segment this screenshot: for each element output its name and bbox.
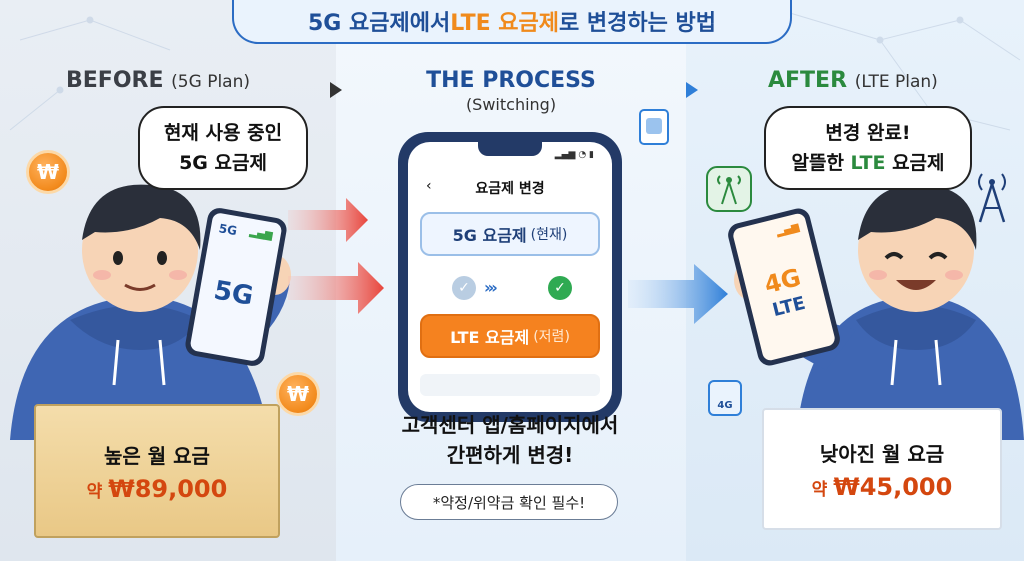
main-title-banner: 5G 요금제에서 LTE 요금제 로 변경하는 방법 [232, 0, 792, 44]
before-price-value: ₩89,000 [108, 474, 228, 503]
process-heading: THE PROCESS (Switching) [426, 68, 596, 114]
process-phone: ▂▄▆ ◔ ▮ ‹ 요금제 변경 5G 요금제 (현재) ✓ ››› ✓ LTE… [398, 132, 622, 422]
play-triangle-icon [330, 82, 342, 98]
after-bubble-line2: 알뜰한 LTE 요금제 [782, 148, 954, 178]
after-bubble-line2-post: 요금제 [885, 152, 945, 174]
check-circle-icon: ✓ [548, 276, 572, 300]
before-price-prefix: 약 [86, 481, 109, 502]
before-fee-box: 높은 월 요금 약 ₩89,000 [34, 404, 280, 538]
phone-5g-top-label: 5G [217, 221, 239, 239]
notice-badge: *약정/위약금 확인 필수! [400, 484, 618, 520]
after-bubble-line2-hl: LTE [850, 152, 886, 174]
process-phone-screen: ▂▄▆ ◔ ▮ ‹ 요금제 변경 5G 요금제 (현재) ✓ ››› ✓ LTE… [408, 142, 612, 412]
status-signal-icon: ▂▄▆ ◔ ▮ [554, 150, 594, 160]
list-item [420, 374, 600, 396]
before-heading: BEFORE (5G Plan) [66, 68, 250, 93]
plan-option-lte[interactable]: LTE 요금제 (저렴) [420, 314, 600, 358]
plan-option-5g-label: 5G 요금제 [452, 226, 527, 245]
process-desc-line2: 간편하게 변경! [446, 443, 574, 467]
title-part1: 5G 요금제에서 [307, 11, 451, 36]
process-desc-line1: 고객센터 앱/홈페이지에서 [401, 413, 619, 437]
signal-bars-icon: ▂▄▆ [248, 226, 274, 242]
after-price-value: ₩45,000 [833, 472, 953, 501]
process-description: 고객센터 앱/홈페이지에서 간편하게 변경! [350, 410, 670, 470]
process-heading-text: THE PROCESS [426, 68, 596, 93]
title-part2: 로 변경하는 방법 [559, 11, 717, 36]
after-speech-bubble: 변경 완료! 알뜰한 LTE 요금제 [764, 106, 972, 190]
cell-tower-icon [706, 166, 752, 212]
cell-tower-icon [978, 173, 1006, 223]
process-heading-sub: (Switching) [465, 95, 557, 114]
before-bubble-line1: 현재 사용 중인 [163, 122, 283, 144]
after-price: 약 ₩45,000 [812, 473, 953, 501]
after-bubble-line1: 변경 완료! [825, 122, 911, 144]
before-fee-label: 높은 월 요금 [104, 443, 210, 468]
back-chevron-icon[interactable]: ‹ [426, 178, 432, 194]
sim-card-icon: 4G [708, 380, 742, 416]
phone-status-bar: ▂▄▆ ◔ ▮ [408, 148, 612, 160]
after-fee-label: 낮아진 월 요금 [819, 441, 945, 466]
before-heading-text: BEFORE [66, 68, 164, 93]
phone-notch [478, 142, 542, 156]
red-arrows-icon [288, 198, 384, 314]
after-bubble-line2-pre: 알뜰한 [791, 152, 851, 174]
won-coin-icon: ₩ [276, 372, 320, 416]
before-bubble-line2: 5G 요금제 [179, 152, 267, 174]
app-title: 요금제 변경 [475, 181, 545, 197]
plan-option-lte-label: LTE 요금제 [450, 328, 530, 347]
sim-card-icon [639, 109, 669, 145]
chevrons-right-icon: ››› [484, 278, 498, 297]
after-heading-text: AFTER [768, 68, 848, 93]
switch-indicator: ✓ ››› ✓ [452, 276, 572, 300]
plan-option-lte-note: (저렴) [533, 329, 570, 345]
phone-5g-main-label: 5G [211, 275, 256, 312]
plan-option-5g-note: (현재) [530, 227, 568, 243]
play-triangle-icon [686, 82, 698, 98]
won-coin-icon: ₩ [26, 150, 70, 194]
signal-bars-icon: ▂▄▆ [775, 221, 801, 239]
plan-option-5g[interactable]: 5G 요금제 (현재) [420, 212, 600, 256]
after-heading: AFTER (LTE Plan) [768, 68, 938, 93]
title-highlight: LTE 요금제 [450, 11, 560, 36]
after-person-illustration [734, 184, 1024, 440]
before-price: 약 ₩89,000 [87, 475, 228, 503]
after-heading-sub: (LTE Plan) [854, 72, 938, 92]
before-heading-sub: (5G Plan) [171, 72, 250, 92]
app-header: ‹ 요금제 변경 [408, 178, 612, 198]
check-circle-icon: ✓ [452, 276, 476, 300]
after-fee-box: 낮아진 월 요금 약 ₩45,000 [762, 408, 1002, 530]
before-speech-bubble: 현재 사용 중인 5G 요금제 [138, 106, 308, 190]
blue-arrow-icon [628, 264, 728, 324]
after-price-prefix: 약 [811, 479, 834, 500]
